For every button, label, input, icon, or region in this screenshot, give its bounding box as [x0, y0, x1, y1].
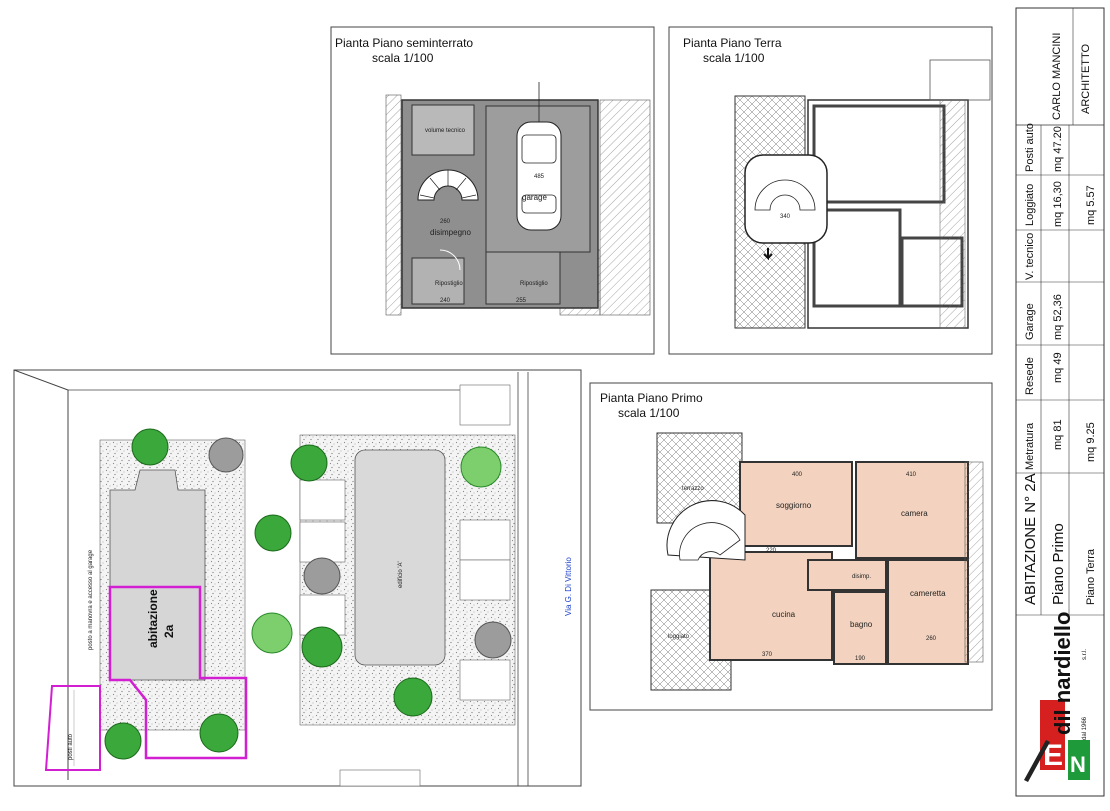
entry-arrow-icon	[763, 248, 773, 261]
title-block-frame	[1015, 7, 1105, 797]
col-header-posti-auto: Posti auto	[1024, 123, 1036, 172]
unit-label: abitazione	[146, 589, 160, 648]
unit-2a-outline	[108, 585, 248, 760]
company-logo: E N dil nardiello s.r.l. dal 1966	[1024, 612, 1090, 782]
company-name: dil nardiello	[1050, 612, 1075, 735]
room-terrace: terrazzo	[682, 486, 704, 492]
unit-title: ABITAZIONE N° 2A	[1022, 473, 1039, 605]
basement-title: Pianta Piano seminterrato	[335, 36, 473, 50]
dim-190: 190	[855, 656, 866, 662]
col-value-metratura: mq 81	[1052, 419, 1064, 450]
room-hall-first: disimp.	[852, 574, 871, 580]
dim-410: 410	[906, 472, 917, 478]
room-kitchen: cucina	[772, 610, 796, 619]
architect-role: ARCHITETTO	[1080, 43, 1092, 114]
dim-220: 220	[766, 548, 777, 554]
parking-outline	[44, 685, 101, 771]
company-since: dal 1966	[1082, 716, 1088, 740]
dim-stor1: 240	[440, 298, 451, 304]
dim-400: 400	[792, 472, 803, 478]
building-a-block	[354, 449, 446, 666]
site-plan-panel: abitazione 2a edificio 'A' Via G. Di Vit…	[13, 369, 582, 787]
unit-code: 2a	[162, 624, 176, 638]
building-label: edificio 'A'	[398, 561, 404, 588]
col-header-loggiato: Loggiato	[1024, 184, 1036, 226]
row-ground-floor: Piano Terra	[1085, 548, 1097, 605]
col-value-loggiato: mq 16,30	[1052, 181, 1064, 227]
building-unit-block	[109, 469, 206, 681]
col-header-resede: Resede	[1024, 357, 1036, 395]
col-header-garage: Garage	[1024, 303, 1036, 340]
logo-n-block	[1068, 740, 1090, 780]
dim-hall: 260	[440, 219, 451, 225]
room-loggia: loggiato	[668, 634, 690, 640]
ground-title: Pianta Piano Terra	[683, 36, 782, 50]
room-hall: disimpegno	[430, 228, 471, 237]
dim-260: 260	[926, 636, 937, 642]
company-suffix: s.r.l.	[1082, 649, 1088, 660]
logo-e-block	[1040, 700, 1065, 770]
col-header-vtecnico: V. tecnico	[1024, 233, 1036, 280]
street-label: Via G. Di Vittorio	[564, 557, 573, 616]
basement-plan-panel: Pianta Piano seminterrato scala 1/100 vo…	[330, 26, 655, 355]
car-icon	[516, 82, 562, 231]
room-living: soggiorno	[776, 501, 812, 510]
room-garage: garage	[522, 193, 547, 202]
room-bedroom: camera	[901, 509, 928, 518]
col-header-metratura: Metratura	[1024, 422, 1036, 470]
room-living-fill	[739, 461, 853, 547]
architect-name: CARLO MANCINI	[1051, 33, 1063, 120]
title-block: CARLO MANCINI ARCHITETTO Metratura mq 81…	[1015, 7, 1105, 797]
room-bedroom2: cameretta	[910, 589, 946, 598]
first-plan-panel: Pianta Piano Primo scala 1/100 terrazzo …	[589, 382, 993, 711]
ground-stair-icon	[754, 179, 816, 211]
dim-370: 370	[762, 652, 773, 658]
ground-plan-panel: Pianta Piano Terra scala 1/100 340	[668, 26, 993, 355]
room-tech: volume tecnico	[425, 128, 466, 134]
ground-scale: scala 1/100	[703, 51, 765, 65]
room-storage1: Ripostiglio	[435, 281, 463, 287]
first-scale: scala 1/100	[618, 406, 680, 420]
col-value-resede: mq 49	[1052, 352, 1064, 383]
room-bath: bagno	[850, 620, 873, 629]
col-value-garage: mq 52,36	[1052, 294, 1064, 340]
row-first-floor: Piano Primo	[1050, 523, 1067, 605]
parking-label: posti auto	[68, 733, 74, 760]
dim-ground-stair: 340	[780, 214, 791, 220]
access-label: posto a manovra e accesso al garage	[88, 549, 94, 650]
logo-letter-n: N	[1070, 752, 1086, 777]
tree-icons	[104, 428, 512, 760]
first-title: Pianta Piano Primo	[600, 391, 703, 405]
col-value-posti-auto: mq 47.20	[1052, 126, 1064, 172]
col-value2-loggiato: mq 5.57	[1085, 185, 1097, 225]
dim-garage: 485	[534, 174, 545, 180]
logo-letter-e: E	[1043, 739, 1063, 772]
col-value2-metratura: mq 9.25	[1085, 422, 1097, 462]
room-storage2: Ripostiglio	[520, 281, 548, 287]
dim-stor2: 255	[516, 298, 527, 304]
first-stair-icon	[679, 522, 741, 561]
basement-scale: scala 1/100	[372, 51, 434, 65]
